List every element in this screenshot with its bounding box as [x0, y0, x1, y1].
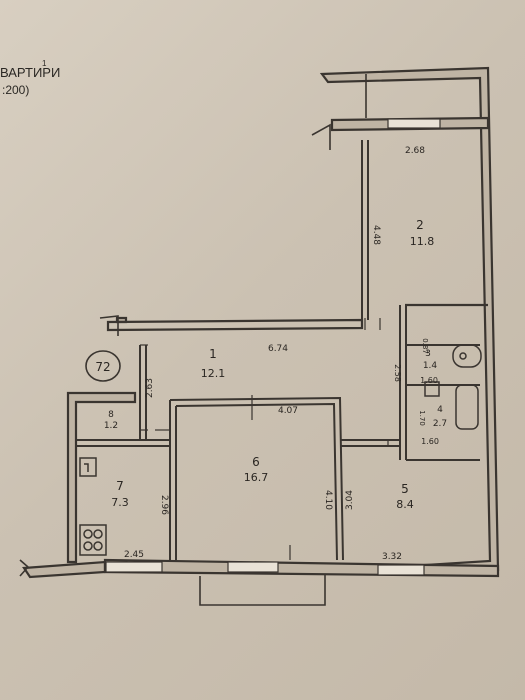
toilet-fixture: [424, 381, 440, 397]
room-4-number: 4: [437, 405, 443, 415]
room-7-number: 7: [116, 479, 124, 493]
dimension-4-10: 4.10: [323, 490, 333, 510]
room-1-number: 1: [209, 347, 217, 361]
room-2-area: 11.8: [410, 235, 435, 248]
dimension-6-74: 6.74: [268, 344, 288, 354]
dimension-3-04: 3.04: [345, 490, 355, 510]
dimension-4-48: 4.48: [371, 225, 381, 245]
room-6-number: 6: [252, 455, 260, 469]
dimension-2-45: 2.45: [124, 550, 144, 560]
room-labels: 1 12.1 2 11.8 3 1.4 4 2.7 5 8.4 6 16.7 7…: [104, 218, 447, 511]
apartment-number: 72: [95, 360, 110, 374]
dimension-1-60-bottom: 1.60: [421, 437, 439, 446]
dimension-4-07: 4.07: [278, 406, 298, 416]
room-4-area: 2.7: [433, 419, 447, 429]
room-6-area: 16.7: [244, 471, 269, 484]
dimension-2-63: 2.63: [145, 378, 155, 398]
dimension-1-60-top: 1.60: [420, 376, 438, 385]
dimension-labels: 2.68 4.48 6.74 2.63 4.07 2.96 4.10 3.04 …: [124, 146, 439, 562]
room-1-area: 12.1: [201, 367, 226, 380]
cooktop-fixture: [79, 524, 107, 556]
apartment-number-circle: [85, 350, 121, 382]
room-2-number: 2: [416, 218, 424, 232]
room-7-area: 7.3: [111, 496, 129, 509]
room-8-area: 1.2: [104, 421, 118, 431]
exterior-walls: [22, 66, 500, 579]
room-5-area: 8.4: [396, 498, 414, 511]
door-marks: [140, 318, 389, 560]
windows: [105, 118, 441, 576]
dimension-1-70: 1.70: [418, 410, 426, 426]
room-3-number: 3: [425, 349, 431, 359]
bathtub-fixture: [455, 384, 479, 430]
dimension-2-58: 2.58: [393, 364, 402, 382]
sink-fixture: [452, 344, 482, 368]
header-title-mark: 1: [42, 59, 47, 68]
room-5-number: 5: [401, 482, 409, 496]
fixtures: [79, 344, 482, 556]
header-scale-fragment: :200): [2, 83, 29, 97]
stove-fixture: [79, 457, 97, 477]
room-8-number: 8: [108, 410, 114, 420]
room-3-area: 1.4: [423, 361, 438, 371]
dimension-3-32: 3.32: [382, 552, 402, 562]
dimension-2-96: 2.96: [159, 495, 169, 515]
dimension-0-87: 0.87: [421, 338, 429, 354]
dimension-2-68: 2.68: [405, 146, 425, 156]
header-title-fragment: ВАРТИРИ: [0, 65, 60, 80]
balcony-outline: [19, 74, 367, 606]
